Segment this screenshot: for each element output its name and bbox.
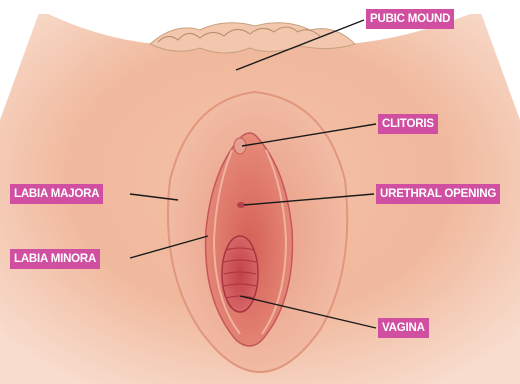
urethral-opening-shape (237, 202, 245, 208)
labia-majora-label: LABIA MAJORA (10, 184, 103, 204)
pubic-hair (150, 23, 355, 53)
vagina-label: VAGINA (378, 318, 429, 338)
pubic-mound-label: PUBIC MOUND (366, 9, 454, 29)
clitoris-label: CLITORIS (378, 114, 438, 134)
urethral-opening-label: URETHRAL OPENING (376, 184, 500, 204)
labia-minora-label: LABIA MINORA (10, 249, 100, 269)
vagina-shape (222, 236, 258, 312)
